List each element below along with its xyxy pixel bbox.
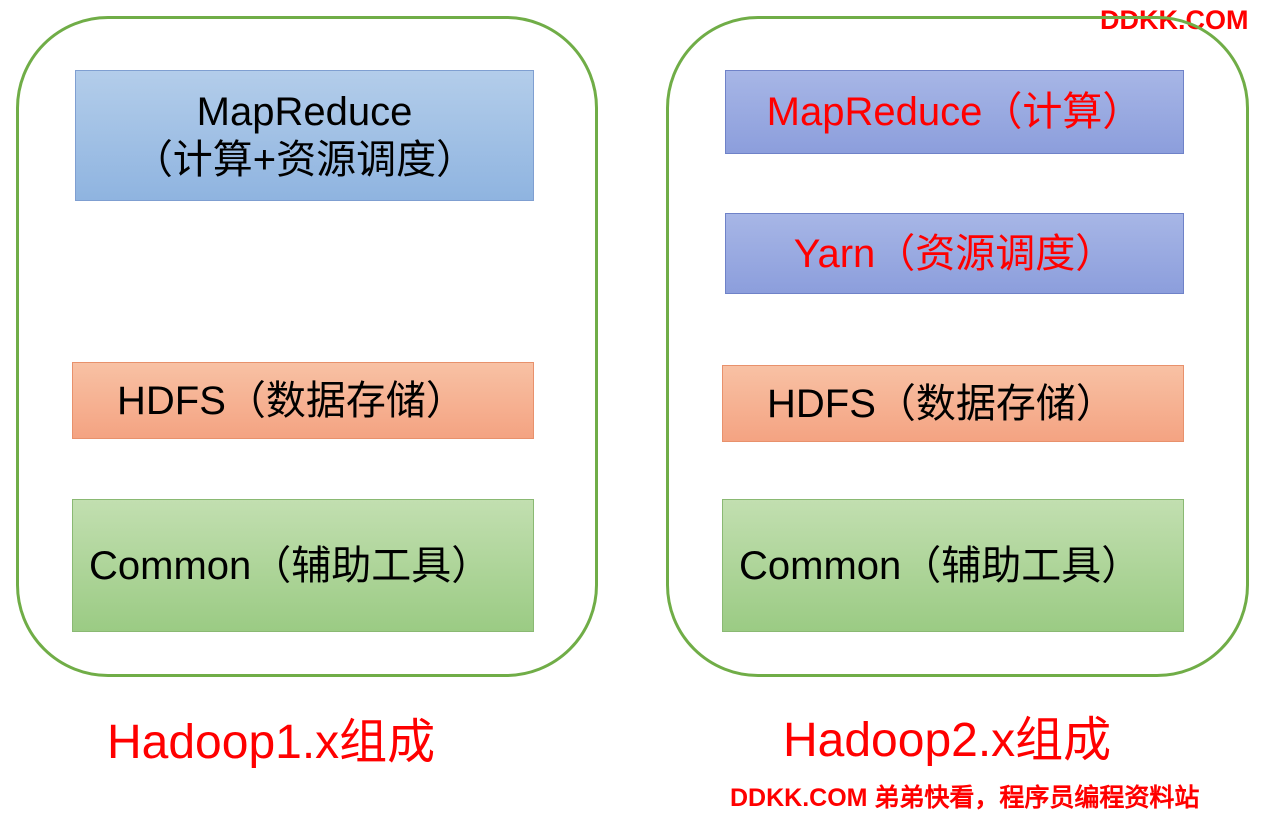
watermark-bottom: DDKK.COM 弟弟快看，程序员编程资料站 — [730, 784, 1200, 812]
hadoop2-common-box: Common（辅助工具） — [722, 499, 1184, 632]
hadoop2-hdfs-box: HDFS（数据存储） — [722, 365, 1184, 442]
hadoop1-hdfs-box: HDFS（数据存储） — [72, 362, 534, 439]
hadoop2-yarn-box: Yarn（资源调度） — [725, 213, 1184, 294]
hadoop2-caption: Hadoop2.x组成 — [783, 714, 1112, 767]
hadoop1-caption: Hadoop1.x组成 — [107, 716, 436, 769]
hadoop1-mapreduce-box: MapReduce （计算+资源调度） — [75, 70, 534, 201]
hadoop2-yarn-label: Yarn（资源调度） — [793, 231, 1116, 276]
hadoop1-hdfs-label: HDFS（数据存储） — [117, 378, 466, 423]
hadoop2-common-label: Common（辅助工具） — [739, 543, 1142, 588]
hadoop1-common-label: Common（辅助工具） — [89, 543, 492, 588]
hadoop1-panel — [16, 16, 598, 677]
hadoop1-mapreduce-title: MapReduce — [196, 89, 413, 134]
hadoop2-mapreduce-label: MapReduce（计算） — [766, 90, 1143, 134]
hadoop2-hdfs-label: HDFS（数据存储） — [767, 381, 1116, 426]
hadoop2-panel — [666, 16, 1249, 677]
hadoop1-common-box: Common（辅助工具） — [72, 499, 534, 632]
hadoop2-mapreduce-box: MapReduce（计算） — [725, 70, 1184, 154]
hadoop1-mapreduce-desc: （计算+资源调度） — [132, 137, 477, 182]
